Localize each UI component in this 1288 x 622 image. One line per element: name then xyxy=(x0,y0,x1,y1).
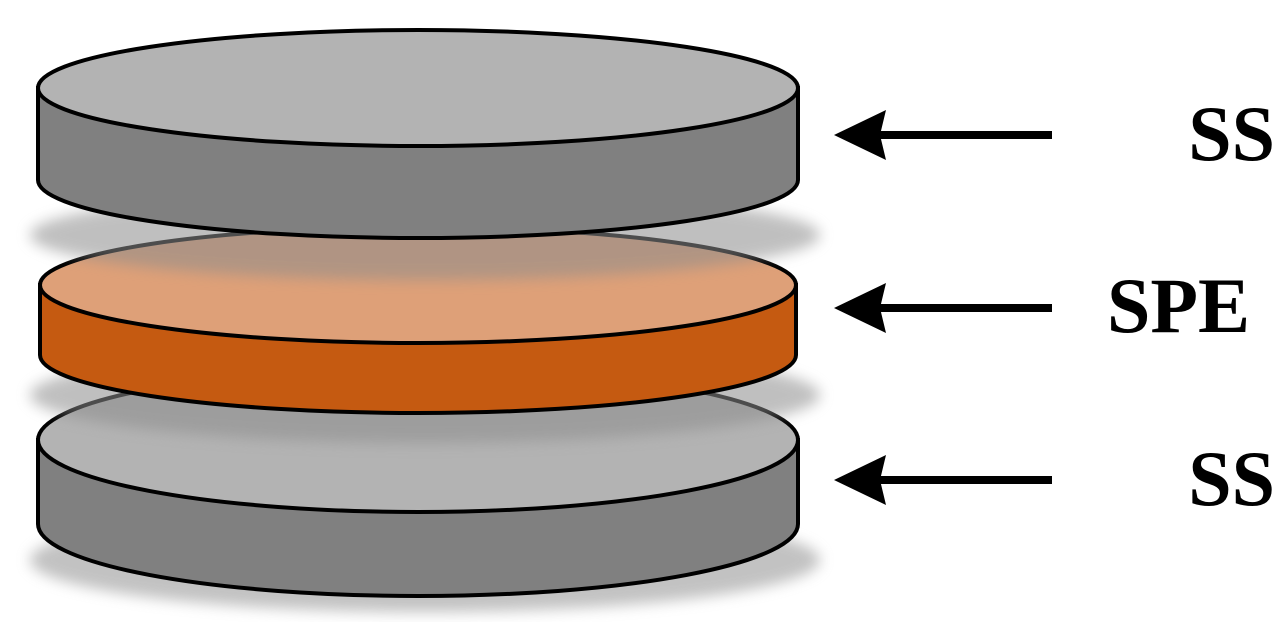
left-arrow-icon xyxy=(834,110,1052,160)
top-ss-disc xyxy=(30,28,820,280)
bottom-ss-label: SS xyxy=(1188,435,1275,522)
spe-label: SPE xyxy=(1107,262,1250,349)
top-ss-disc-top xyxy=(36,28,800,148)
left-arrow-icon xyxy=(834,283,1052,333)
top-ss-label: SS xyxy=(1188,90,1275,177)
left-arrow-icon xyxy=(834,455,1052,505)
